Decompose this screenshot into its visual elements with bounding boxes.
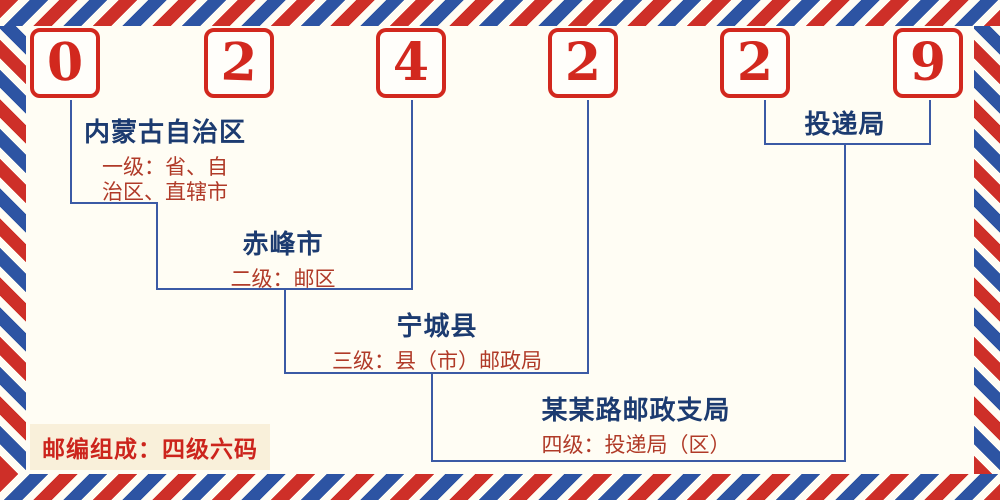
- level3-description: 三级：县（市）邮政局: [332, 349, 542, 373]
- airmail-border-top: [0, 0, 1000, 26]
- connector-line-chain2: [284, 288, 286, 374]
- connector-line-box4-down: [587, 100, 589, 374]
- delivery-office-name: 投递局: [804, 110, 886, 140]
- connector-line-delivery-down: [844, 143, 846, 462]
- level1-label: 内蒙古自治区 一级：省、自 治区、直辖市: [45, 112, 285, 205]
- connector-line-box3-down: [411, 100, 413, 290]
- level2-description: 二级：邮区: [230, 267, 336, 291]
- connector-line-box1-down: [70, 100, 72, 204]
- connector-line-chain1: [156, 202, 158, 290]
- postal-digit-1: 0: [45, 31, 85, 94]
- airmail-border-bottom: [0, 474, 1000, 500]
- postal-digit-box-2: 2: [204, 28, 274, 98]
- connector-line-box5-down: [764, 100, 766, 145]
- airmail-border-left: [0, 26, 26, 474]
- connector-line-chain3: [431, 372, 433, 462]
- connector-line-level1: [70, 202, 158, 204]
- postal-digit-box-3: 4: [376, 28, 446, 98]
- connector-line-delivery: [764, 143, 931, 145]
- postal-digit-4: 2: [564, 32, 602, 93]
- level1-description: 一级：省、自 治区、直辖市: [102, 155, 228, 205]
- postal-digit-3: 4: [392, 32, 430, 93]
- level3-label: 宁城县 三级：县（市）邮政局: [312, 306, 562, 374]
- delivery-office-label: 投递局: [765, 104, 925, 141]
- postal-digit-box-1: 0: [30, 28, 100, 98]
- postal-digit-box-5: 2: [720, 28, 790, 98]
- airmail-border-right: [974, 26, 1000, 474]
- level3-region-name: 宁城县: [396, 312, 478, 342]
- level1-region-name: 内蒙古自治区: [83, 118, 246, 148]
- connector-line-box6-down: [929, 100, 931, 145]
- postal-digit-box-6: 9: [893, 28, 963, 98]
- postal-digit-2: 2: [219, 31, 259, 94]
- connector-line-level4: [431, 460, 846, 462]
- level2-region-name: 赤峰市: [242, 230, 324, 260]
- composition-note: 邮编组成：四级六码: [30, 424, 270, 470]
- level4-description: 四级：投递局（区）: [541, 433, 731, 457]
- connector-line-level3: [284, 372, 589, 374]
- postal-digit-6: 9: [909, 32, 947, 93]
- postal-digit-box-4: 2: [548, 28, 618, 98]
- level4-label: 某某路邮政支局 四级：投递局（区）: [516, 390, 756, 458]
- level4-region-name: 某某路邮政支局: [541, 396, 731, 426]
- level2-label: 赤峰市 二级：邮区: [183, 224, 383, 292]
- postal-digit-5: 2: [736, 32, 774, 93]
